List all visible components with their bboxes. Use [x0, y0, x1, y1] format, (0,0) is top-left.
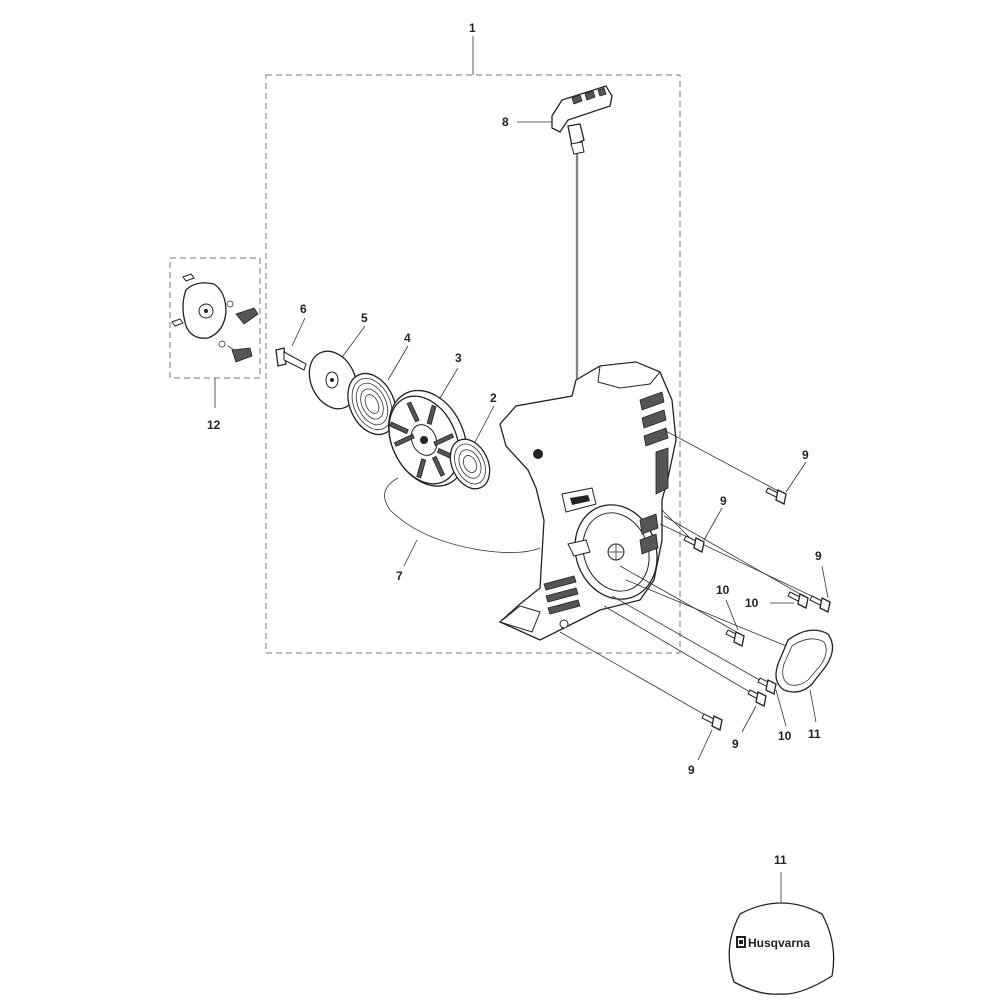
callout-6: 6	[300, 302, 307, 316]
screw-head	[693, 537, 705, 553]
callout-9-e: 9	[688, 763, 695, 777]
decal-detail-inset: 11 Husqvarna	[728, 853, 835, 995]
callout-9-c: 9	[815, 549, 822, 563]
starter-rope-group-7: 7	[384, 477, 541, 583]
spring-cassette	[449, 438, 491, 490]
starter-rope	[384, 477, 541, 553]
screw-head	[819, 597, 831, 613]
screw-10-right: 10	[745, 591, 809, 610]
callout-1: 1	[469, 21, 476, 35]
callout-5: 5	[361, 311, 368, 325]
callout-10-c: 10	[778, 729, 792, 743]
callout-9-d: 9	[732, 737, 739, 751]
screw-head	[711, 715, 723, 731]
decal-detail-plate	[728, 902, 835, 995]
screw-9-upper-right: 9	[765, 448, 809, 505]
pawl-kit-group-12: 12	[169, 257, 261, 432]
callout-11-a: 11	[808, 727, 821, 741]
callout-10-a: 10	[745, 596, 759, 610]
washer-group-5: 5	[308, 311, 368, 410]
rewind-spring	[347, 372, 397, 436]
husqvarna-logo: Husqvarna	[736, 936, 810, 950]
callout-2: 2	[490, 391, 497, 405]
screw-9-far-right: 9	[809, 549, 831, 613]
screw-10-lower-right: 10	[757, 677, 792, 743]
starter-housing	[498, 361, 677, 641]
callout-8: 8	[502, 115, 509, 129]
spring-cassette-group-2: 2	[449, 391, 497, 490]
brand-wordmark: Husqvarna	[748, 936, 810, 950]
assembly-group-1: 1	[265, 21, 681, 654]
screw-head	[755, 691, 767, 707]
spring-group-4: 4	[347, 331, 411, 436]
screw-9-lower-right: 9	[732, 689, 767, 751]
decal-group-11: 11	[775, 629, 834, 741]
callout-4: 4	[404, 331, 411, 345]
screw-10-lower-middle: 10	[716, 583, 745, 647]
callout-10-b: 10	[716, 583, 730, 597]
screw-9-middle: 9	[683, 494, 727, 553]
screw-head	[797, 593, 809, 609]
rope-pulley	[388, 389, 468, 487]
pulley-group-3: 3	[388, 351, 468, 487]
starter-handle	[551, 85, 613, 133]
callout-9-b: 9	[720, 494, 727, 508]
pawl-upper	[235, 307, 259, 325]
callout-11-detail: 11	[774, 853, 787, 867]
pawl-lower	[231, 347, 253, 363]
callout-7: 7	[396, 569, 403, 583]
decal-plate	[775, 629, 834, 693]
screw-9-bottom: 9	[688, 713, 723, 777]
center-screw-group-6: 6	[275, 302, 307, 371]
callout-9-a: 9	[802, 448, 809, 462]
screw-head	[733, 631, 745, 647]
callout-3: 3	[455, 351, 462, 365]
callout-12: 12	[207, 418, 221, 432]
screw-head	[765, 679, 777, 695]
screw-head	[775, 489, 787, 505]
